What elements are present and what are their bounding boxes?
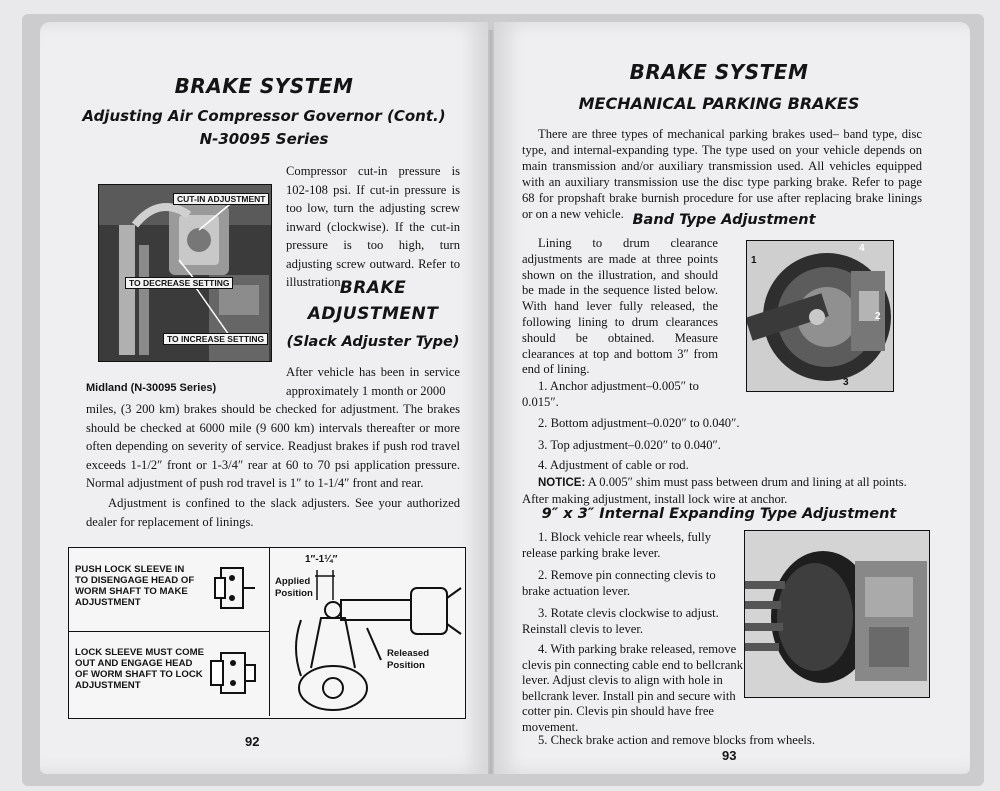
right-page-title: BRAKE SYSTEM — [629, 60, 809, 84]
slack-adjuster-diagram: PUSH LOCK SLEEVE IN TO DISENGAGE HEAD OF… — [68, 547, 466, 719]
cut-in-adjustment-label: CUT-IN ADJUSTMENT — [173, 193, 270, 205]
callout-3: 3 — [843, 377, 849, 388]
internal-brake-graphic — [745, 531, 929, 697]
band-brake-photo: 4 1 2 3 — [746, 240, 894, 392]
increase-setting-label: TO INCREASE SETTING — [163, 333, 269, 345]
left-page-title: BRAKE SYSTEM — [174, 74, 354, 98]
released-label-2: Position — [387, 660, 425, 671]
para2: Adjustment is confined to the slack adju… — [86, 496, 460, 529]
para1-body: miles, (3 200 km) brakes should be check… — [86, 402, 460, 490]
push-lock-sleeve-text: PUSH LOCK SLEEVE IN TO DISENGAGE HEAD OF… — [75, 564, 195, 608]
applied-label-2: Position — [275, 588, 313, 599]
callout-1: 1 — [751, 255, 757, 266]
left-page-subtitle: Adjusting Air Compressor Governor (Cont.… — [82, 107, 446, 125]
band-type-title: Band Type Adjustment — [632, 212, 816, 228]
intro-text: Compressor cut-in pressure is 102-108 ps… — [286, 164, 460, 289]
left-page: BRAKE SYSTEM Adjusting Air Compressor Go… — [40, 22, 488, 774]
internal-step: 1. Block vehicle rear wheels, fully rele… — [522, 530, 712, 560]
adjustment-heading: ADJUSTMENT — [307, 304, 439, 324]
photo-caption: Midland (N-30095 Series) — [86, 382, 217, 394]
diagram-box-2: LOCK SLEEVE MUST COME OUT AND ENGAGE HEA… — [69, 631, 270, 716]
internal-step: 2. Remove pin connecting clevis to brake… — [522, 568, 716, 598]
governor-photo: CUT-IN ADJUSTMENT TO DECREASE SETTING TO… — [98, 184, 272, 362]
band-type-text: Lining to drum clearance adjustments are… — [522, 236, 718, 377]
internal-step: 4. With parking brake released, remove c… — [522, 642, 744, 734]
notice-text: A 0.005″ shim must pass between drum and… — [522, 475, 907, 506]
band-step: 4. Adjustment of cable or rod. — [538, 458, 689, 472]
push-rod-travel-dimension: 1″-1¼″ — [305, 554, 338, 565]
decrease-setting-label: TO DECREASE SETTING — [125, 277, 234, 289]
sleeve-out-icon — [210, 652, 256, 694]
sleeve-in-icon — [214, 567, 255, 609]
book-spine — [486, 30, 496, 774]
callout-4: 4 — [859, 243, 865, 254]
para1-lead: After vehicle has been in service approx… — [286, 365, 460, 398]
left-page-number: 92 — [245, 734, 260, 749]
applied-label-1: Applied — [275, 576, 311, 587]
brake-heading: BRAKE — [339, 278, 407, 298]
diagram-box-1: PUSH LOCK SLEEVE IN TO DISENGAGE HEAD OF… — [69, 548, 270, 632]
internal-expanding-title: 9″ x 3″ Internal Expanding Type Adjustme… — [541, 506, 897, 522]
notice-block: NOTICE: A 0.005″ shim must pass between … — [522, 474, 922, 507]
right-page-number: 93 — [722, 748, 737, 763]
internal-step: 3. Rotate clevis clockwise to adjust. Re… — [522, 606, 719, 636]
band-step: 1. Anchor adjustment–0.005″ to 0.015″. — [522, 379, 699, 409]
callout-2: 2 — [875, 311, 881, 322]
parking-brakes-intro: There are three types of mechanical park… — [522, 127, 922, 221]
internal-brake-photo — [744, 530, 930, 698]
slack-adjuster-drawing — [295, 570, 462, 711]
band-step: 3. Top adjustment–0.020″ to 0.040″. — [538, 438, 721, 452]
notice-label: NOTICE: — [538, 477, 586, 489]
band-step: 2. Bottom adjustment–0.020″ to 0.040″. — [538, 416, 740, 430]
band-brake-graphic — [747, 241, 893, 391]
internal-step: 5. Check brake action and remove blocks … — [538, 733, 815, 747]
left-page-series: N-30095 Series — [199, 130, 329, 148]
right-page-subtitle: MECHANICAL PARKING BRAKES — [578, 94, 860, 113]
lock-sleeve-text: LOCK SLEEVE MUST COME OUT AND ENGAGE HEA… — [75, 647, 204, 691]
right-page: BRAKE SYSTEM MECHANICAL PARKING BRAKES T… — [494, 22, 970, 774]
released-label-1: Released — [387, 648, 430, 659]
governor-photo-graphic — [99, 185, 271, 361]
slack-adjuster-subtitle: (Slack Adjuster Type) — [286, 334, 460, 350]
